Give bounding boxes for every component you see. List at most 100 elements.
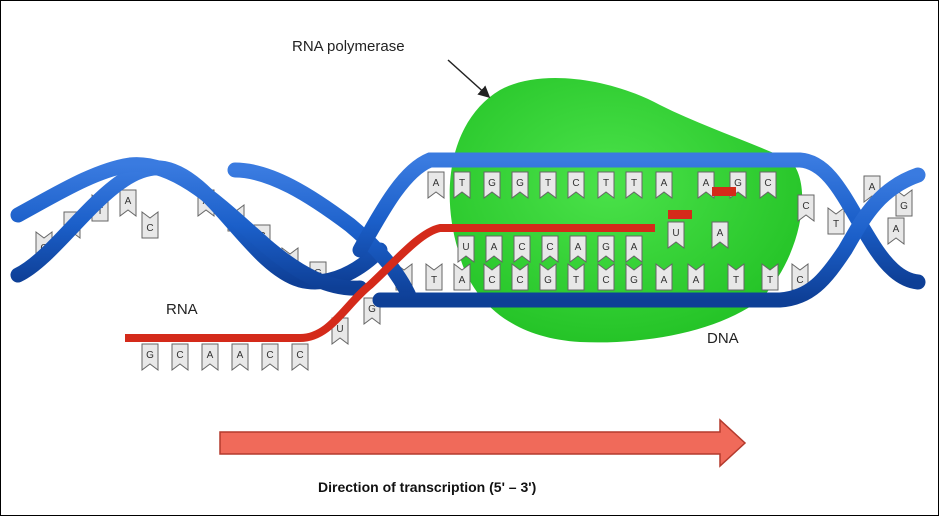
base-template-top: C <box>759 171 777 199</box>
svg-text:C: C <box>796 275 803 286</box>
svg-text:A: A <box>237 350 244 361</box>
base-template-top: T <box>597 171 615 199</box>
base-rna-tail: C <box>291 343 309 371</box>
svg-text:U: U <box>672 228 679 239</box>
svg-text:T: T <box>631 178 637 189</box>
svg-text:A: A <box>661 178 668 189</box>
dna-strand-left-b <box>10 157 368 296</box>
dna-template-top-strand <box>352 152 926 290</box>
svg-text:A: A <box>575 242 582 253</box>
base-template-top: G <box>483 171 501 199</box>
base-template-top: T <box>625 171 643 199</box>
base-rna-tail: A <box>231 343 249 371</box>
svg-text:C: C <box>488 275 495 286</box>
base-right-end: C <box>797 194 815 222</box>
base-right-end: G <box>895 189 913 217</box>
rna-strand <box>125 224 655 342</box>
base-template-bottom: A <box>655 263 673 291</box>
base-template-bottom: C <box>511 263 529 291</box>
svg-text:T: T <box>545 178 551 189</box>
svg-text:A: A <box>631 242 638 253</box>
svg-text:G: G <box>146 350 154 361</box>
svg-text:A: A <box>491 242 498 253</box>
base-template-bottom: G <box>539 263 557 291</box>
svg-text:C: C <box>764 178 771 189</box>
base-template-bottom: A <box>453 263 471 291</box>
base-template-bottom: T <box>425 263 443 291</box>
svg-text:U: U <box>336 324 343 335</box>
svg-text:T: T <box>733 275 739 286</box>
svg-text:C: C <box>602 275 609 286</box>
base-template-bottom: T <box>567 263 585 291</box>
svg-text:G: G <box>900 201 908 212</box>
base-template-bottom: T <box>727 263 745 291</box>
base-rna-bubble: G <box>597 235 615 263</box>
svg-text:G: G <box>630 275 638 286</box>
svg-text:C: C <box>176 350 183 361</box>
base-template-bottom: G <box>625 263 643 291</box>
base-rna-tail: C <box>261 343 279 371</box>
svg-text:C: C <box>146 223 153 234</box>
svg-text:T: T <box>603 178 609 189</box>
svg-text:A: A <box>869 182 876 193</box>
base-template-top: G <box>511 171 529 199</box>
base-upper-left: A <box>119 189 137 217</box>
rna-label: RNA <box>166 301 198 318</box>
base-rna-bubble: A <box>711 221 729 249</box>
base-rna-bubble: A <box>625 235 643 263</box>
svg-text:A: A <box>661 275 668 286</box>
svg-text:U: U <box>462 242 469 253</box>
svg-text:T: T <box>431 275 437 286</box>
svg-text:T: T <box>767 275 773 286</box>
direction-arrow <box>219 418 747 468</box>
dna-label: DNA <box>707 330 739 347</box>
base-rna-bubble: U <box>457 235 475 263</box>
base-template-bottom: C <box>483 263 501 291</box>
base-rna-tail: G <box>141 343 159 371</box>
base-rna-bubble: U <box>667 221 685 249</box>
svg-text:G: G <box>544 275 552 286</box>
base-template-bottom: C <box>791 263 809 291</box>
svg-text:C: C <box>546 242 553 253</box>
svg-text:A: A <box>703 178 710 189</box>
svg-text:G: G <box>734 178 742 189</box>
svg-text:T: T <box>97 206 103 217</box>
svg-text:A: A <box>433 178 440 189</box>
dna-template-bottom-strand <box>372 167 926 308</box>
base-template-top: A <box>655 171 673 199</box>
svg-text:T: T <box>833 219 839 230</box>
base-template-top: C <box>567 171 585 199</box>
free-nucleotide-1 <box>668 210 692 219</box>
svg-text:G: G <box>488 178 496 189</box>
svg-text:A: A <box>893 224 900 235</box>
base-rna-bubble: C <box>541 235 559 263</box>
base-template-bottom: A <box>687 263 705 291</box>
base-rna-tail: A <box>201 343 219 371</box>
direction-label: Direction of transcription (5' – 3') <box>318 479 537 495</box>
base-upper-left: C <box>141 211 159 239</box>
base-template-top: T <box>453 171 471 199</box>
free-nucleotide-2 <box>712 187 736 196</box>
svg-text:A: A <box>125 196 132 207</box>
svg-text:C: C <box>572 178 579 189</box>
svg-text:C: C <box>296 350 303 361</box>
svg-text:C: C <box>802 201 809 212</box>
svg-text:A: A <box>717 228 724 239</box>
svg-text:A: A <box>459 275 466 286</box>
rna-polymerase-blob <box>449 77 803 343</box>
polymerase-pointer <box>447 59 491 99</box>
svg-text:C: C <box>266 350 273 361</box>
svg-text:T: T <box>573 275 579 286</box>
svg-text:C: C <box>518 242 525 253</box>
base-rna-tail: C <box>171 343 189 371</box>
svg-text:T: T <box>459 178 465 189</box>
svg-text:G: G <box>516 178 524 189</box>
svg-text:A: A <box>693 275 700 286</box>
base-rna-bubble: A <box>569 235 587 263</box>
base-template-top: A <box>427 171 445 199</box>
base-template-top: T <box>539 171 557 199</box>
base-template-bottom: T <box>761 263 779 291</box>
base-rna-bubble: C <box>513 235 531 263</box>
base-right-end: A <box>887 217 905 245</box>
